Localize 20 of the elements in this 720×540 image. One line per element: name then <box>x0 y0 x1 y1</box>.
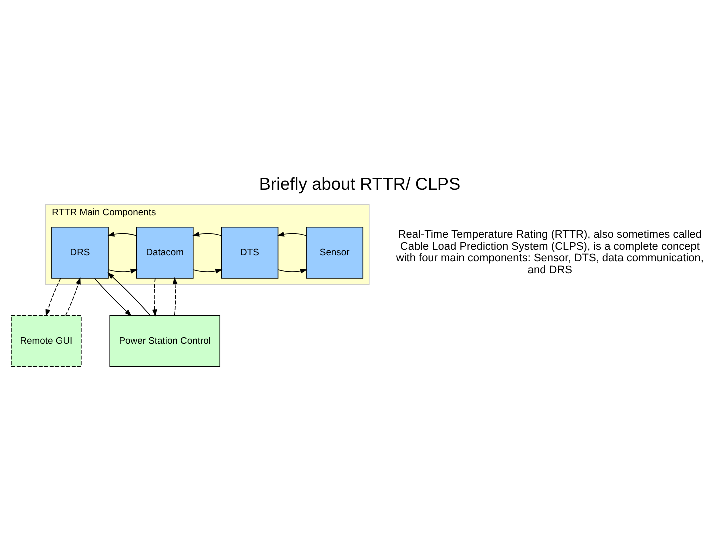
arrow <box>108 232 138 237</box>
node-box: Datacom <box>136 226 194 279</box>
arrow <box>152 278 158 317</box>
node-box: DRS <box>52 226 109 279</box>
node-box: DTS <box>221 226 279 279</box>
arrow <box>278 268 308 274</box>
node-box: Power Station Control <box>110 315 221 368</box>
node-box: Sensor <box>306 226 364 279</box>
arrow <box>193 268 223 274</box>
diagram-title: Briefly about RTTR/ CLPS <box>259 174 461 194</box>
arrow <box>108 268 138 274</box>
label: Real-Time Temperature Rating (RTTR), also sometimes called Cable Load Prediction System (CLPS), is a complete concept with four main components: Sensor, DTS, data communication, and DRS <box>396 229 704 276</box>
arrow <box>65 277 81 316</box>
arrow <box>277 232 307 237</box>
arrow <box>94 278 132 316</box>
arrow <box>172 277 178 316</box>
arrow <box>192 232 222 237</box>
arrow <box>46 278 62 317</box>
node-box: Remote GUI <box>11 315 82 368</box>
arrow <box>108 272 151 316</box>
